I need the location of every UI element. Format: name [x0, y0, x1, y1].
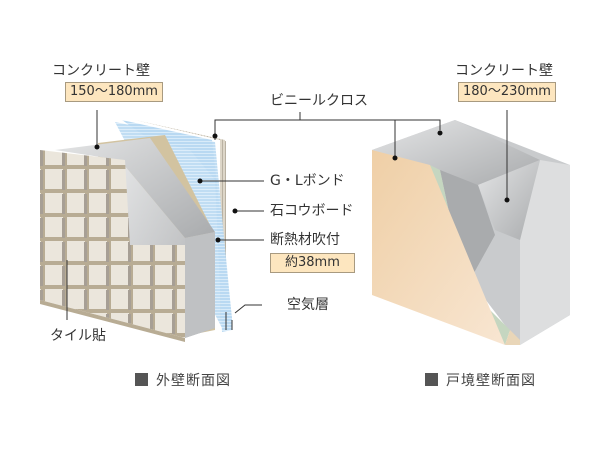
leader-lines — [66, 110, 508, 330]
exterior-wall-diagram — [40, 120, 232, 342]
vinyl-cloth-label: ビニールクロス — [270, 93, 368, 109]
exterior-concrete-thickness-box: 150〜180mm — [65, 82, 163, 102]
insulation-label: 断熱材吹付 — [270, 232, 340, 248]
exterior-wall-caption: 外壁断面図 — [135, 373, 231, 389]
insulation-thickness-box: 約38mm — [270, 253, 355, 273]
party-wall-diagram — [372, 120, 570, 345]
square-bullet-icon — [425, 373, 438, 386]
party-concrete-thickness-box: 180〜230mm — [458, 82, 556, 102]
party-concrete-label: コンクリート壁 — [455, 63, 553, 79]
gl-bond-label: G・Lボンド — [270, 173, 345, 189]
party-wall-caption: 戸境壁断面図 — [425, 373, 536, 389]
exterior-concrete-label: コンクリート壁 — [52, 63, 150, 79]
square-bullet-icon — [135, 373, 148, 386]
air-layer-label: 空気層 — [287, 297, 329, 313]
tile-label: タイル貼 — [50, 328, 106, 344]
gypsum-board-label: 石コウボード — [270, 203, 354, 219]
